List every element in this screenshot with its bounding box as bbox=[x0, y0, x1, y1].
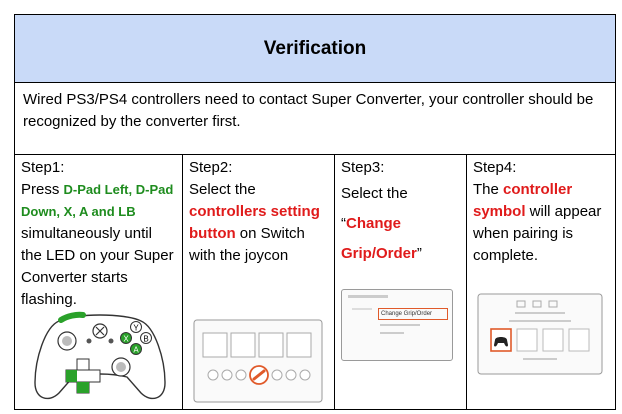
step-4-text: The controller symbol will appear when p… bbox=[473, 179, 609, 267]
step-3-quote-open: “ bbox=[341, 215, 346, 232]
button-x-label: X bbox=[123, 335, 129, 344]
change-grip-order-menu-item: Change Grip/Order bbox=[378, 308, 448, 320]
intro-row: Wired PS3/PS4 controllers need to contac… bbox=[15, 83, 615, 155]
step-1-heading: Step1: bbox=[21, 159, 65, 176]
step-4-highlight: controller symbol bbox=[473, 181, 573, 220]
lb-bumper-highlight bbox=[58, 311, 86, 323]
step-2-text: Select the controllers setting button on… bbox=[189, 179, 328, 267]
xbox-controller-figure: Y X B A bbox=[34, 311, 166, 400]
step-1-cell: Step1: Press D-Pad Left, D-Pad Down, X, … bbox=[15, 155, 183, 409]
verification-table: Verification Wired PS3/PS4 controllers n… bbox=[14, 14, 616, 410]
step-2-text-b: on Switch with the joycon bbox=[189, 225, 305, 264]
dpad-icon bbox=[65, 358, 101, 394]
step-3-heading: Step3: bbox=[341, 159, 385, 176]
step-1-text: Press D-Pad Left, D-Pad Down, X, A and L… bbox=[21, 179, 176, 311]
controller-symbol-icon bbox=[494, 337, 508, 347]
step-2-cell: Step2: Select the controllers setting bu… bbox=[183, 155, 335, 409]
face-buttons: Y X B A bbox=[120, 321, 152, 355]
step-1-highlight: D-Pad Left, D-Pad Down, X, A and LB bbox=[21, 182, 174, 219]
step-3-highlight: Change Grip/Order bbox=[341, 215, 417, 262]
step-4-heading: Step4: bbox=[473, 159, 517, 176]
switch-home-screen-figure bbox=[193, 319, 323, 403]
step-2-heading: Step2: bbox=[189, 159, 233, 176]
page-title: Verification bbox=[263, 37, 367, 59]
step-3-text-a: Select the bbox=[341, 185, 408, 202]
grip-order-menu-figure: Change Grip/Order bbox=[341, 289, 453, 361]
step-4-text-a: The bbox=[473, 181, 504, 198]
header-row: Verification bbox=[15, 15, 615, 83]
step-1-text-a: Press bbox=[21, 181, 64, 198]
step-1-text-b: simultaneously until the LED on your Sup… bbox=[21, 225, 174, 308]
step-4-text-b: will appear when pairing is complete. bbox=[473, 203, 602, 264]
step-3-quote-close: ” bbox=[416, 245, 422, 262]
step-3-cell: Step3: Select the “Change Grip/Order” Ch… bbox=[335, 155, 467, 409]
pairing-screen-figure bbox=[477, 293, 603, 375]
step-2-text-a: Select the bbox=[189, 181, 256, 198]
intro-text: Wired PS3/PS4 controllers need to contac… bbox=[23, 91, 594, 130]
step-3-text-b: “Change Grip/Order” bbox=[341, 209, 460, 269]
step-2-highlight: controllers setting button bbox=[189, 203, 320, 242]
step-4-cell: Step4: The controller symbol will appear… bbox=[467, 155, 615, 409]
steps-row: Step1: Press D-Pad Left, D-Pad Down, X, … bbox=[15, 155, 615, 409]
button-a-label: A bbox=[133, 346, 139, 355]
button-y-label: Y bbox=[133, 324, 139, 333]
button-b-label: B bbox=[143, 335, 148, 344]
